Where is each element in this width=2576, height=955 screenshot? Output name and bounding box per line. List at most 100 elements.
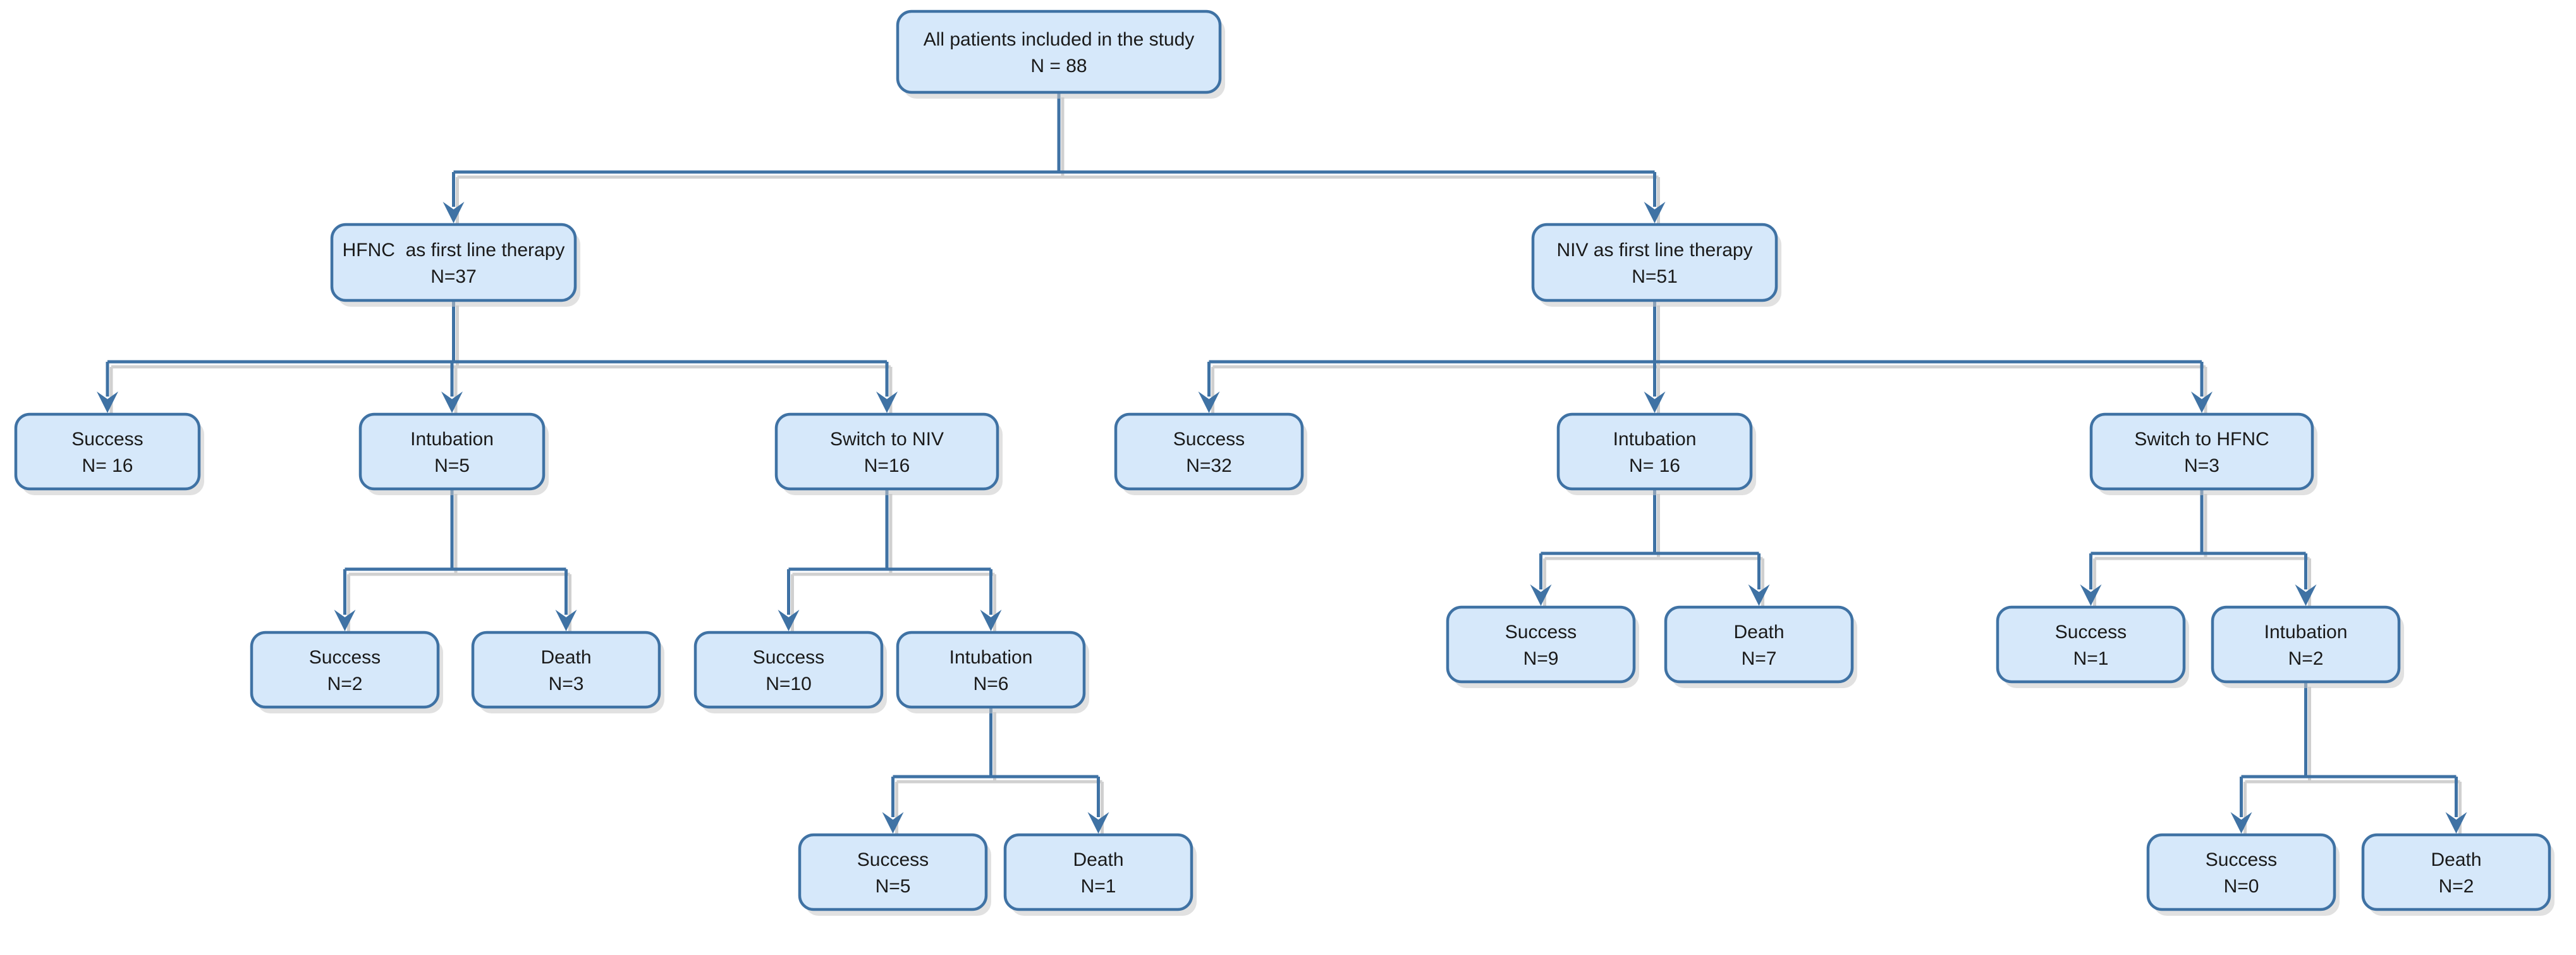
node-label-primary: Success [71, 429, 143, 450]
node-label-primary: Switch to NIV [830, 429, 944, 450]
edge-polyline [2240, 682, 2458, 817]
node-label-primary: Intubation [949, 647, 1033, 668]
node-box[interactable] [693, 631, 884, 709]
node-label-primary: Intubation [2264, 622, 2348, 643]
node-label-primary: HFNC as first line therapy [343, 240, 565, 261]
node-label-primary: All patients included in the study [924, 29, 1195, 50]
node-label-count: N= 16 [82, 455, 133, 476]
node-box[interactable] [1003, 833, 1193, 911]
edge-polyline [343, 489, 568, 615]
node-label-primary: Death [2431, 849, 2481, 870]
node-label-count: N=5 [434, 455, 470, 476]
edge-layer [97, 92, 2467, 836]
arrow-head-icon [555, 610, 577, 631]
node-box[interactable] [2146, 833, 2336, 911]
edge-polyline [1539, 489, 1761, 589]
edge-group-niv-switch [2080, 489, 2317, 608]
node-label-count: N=32 [1186, 455, 1232, 476]
node-label-count: N=37 [430, 266, 477, 287]
node-box[interactable] [2211, 605, 2401, 684]
node-label-primary: Switch to HFNC [2134, 429, 2269, 450]
node-box[interactable] [1446, 605, 1636, 684]
node-label-count: N=7 [1742, 648, 1777, 669]
node-label-primary: Success [1173, 429, 1245, 450]
node-label-primary: Intubation [410, 429, 494, 450]
node-label-primary: Success [2206, 849, 2277, 870]
node-label-count: N=2 [2439, 876, 2474, 897]
node-label-count: N=0 [2224, 876, 2259, 897]
node-box[interactable] [1556, 412, 1753, 491]
node-box[interactable] [2361, 833, 2551, 911]
node-box[interactable] [1531, 223, 1778, 302]
node-box[interactable] [330, 223, 577, 302]
node-label-primary: Death [540, 647, 591, 668]
node-box[interactable] [14, 412, 201, 491]
node-box[interactable] [250, 631, 440, 709]
arrow-head-icon [97, 391, 118, 413]
node-box[interactable] [358, 412, 546, 491]
node-box[interactable] [1114, 412, 1304, 491]
edge-polyline [2089, 489, 2307, 589]
arrow-head-icon [2295, 584, 2317, 606]
arrow-head-icon [2191, 391, 2213, 413]
node-box[interactable] [774, 412, 999, 491]
arrow-head-icon [2445, 812, 2467, 834]
edge-polyline [106, 300, 889, 397]
node-label-count: N=1 [1081, 876, 1116, 897]
node-label-count: N= 16 [1629, 455, 1680, 476]
edge-group-hfnc-intub [334, 489, 577, 634]
node-label-primary: Death [1733, 622, 1784, 643]
node-box[interactable] [471, 631, 661, 709]
edge-polyline [1207, 300, 2204, 397]
node-label-primary: Success [2055, 622, 2127, 643]
node-box[interactable] [1664, 605, 1854, 684]
node-label-count: N=3 [2184, 455, 2219, 476]
edge-group-switchniv-intub [882, 707, 1109, 836]
node-hfnc-switch-to-niv[interactable]: Switch to NIV N=16 [774, 412, 1003, 495]
node-label-count: N=1 [2073, 648, 2109, 669]
node-label-count: N=6 [974, 674, 1009, 694]
node-label-count: N=2 [2288, 648, 2324, 669]
node-label-primary: Success [753, 647, 824, 668]
node-label-primary: Success [1505, 622, 1577, 643]
node-box[interactable] [896, 9, 1222, 94]
node-label-count: N=16 [864, 455, 910, 476]
node-box[interactable] [896, 631, 1086, 709]
node-box[interactable] [798, 833, 988, 911]
node-box[interactable] [1996, 605, 2186, 684]
node-label-count: N=2 [327, 674, 363, 694]
edge-group-hfnc-switch [778, 489, 1002, 634]
arrow-head-icon [334, 610, 356, 631]
node-label-primary: Success [857, 849, 929, 870]
arrow-head-icon [882, 812, 904, 834]
arrow-head-icon [876, 391, 898, 413]
arrow-head-icon [778, 610, 800, 631]
node-box[interactable] [2089, 412, 2314, 491]
node-hfnc-success[interactable]: Success N= 16 [14, 412, 204, 495]
edge-group-hfnc [97, 300, 898, 416]
arrow-head-icon [443, 202, 465, 223]
arrow-head-icon [1644, 202, 1666, 223]
node-niv-switch-to-hfnc[interactable]: Switch to HFNC N=3 [2089, 412, 2317, 495]
